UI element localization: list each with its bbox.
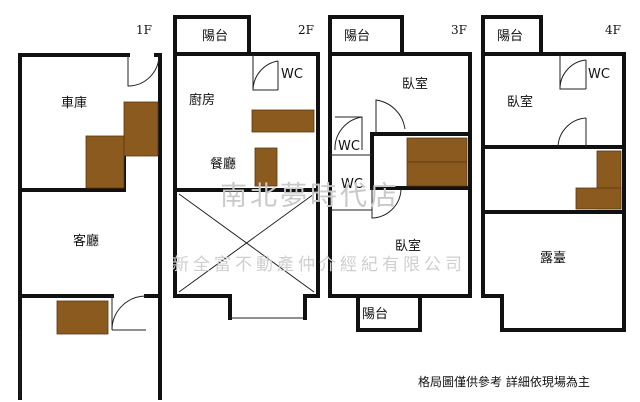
floor-3f-balcony-bottom-box: [356, 294, 422, 332]
f4-cabinet-low: [575, 187, 622, 210]
f3-wc-a-label: WC: [338, 139, 360, 154]
garage-label: 車庫: [61, 96, 87, 111]
floor-2f-balcony-box: [173, 15, 251, 56]
floor-3f: 3F 陽台 臥室 WC WC 臥室 陽台: [328, 15, 472, 332]
floor-1f-entry-door: [127, 54, 160, 87]
floor-4f-wc-door: [559, 59, 587, 90]
living-cabinet: [56, 300, 109, 335]
floor-4f-bottom-wall: [481, 294, 626, 332]
f3-balcony-top-label: 陽台: [344, 29, 370, 44]
floor-2f-left-wall: [173, 52, 232, 298]
floor-4f-label: 4F: [605, 23, 621, 37]
floor-4f: 4F 陽台 WC 臥室 露臺: [481, 15, 626, 332]
f4-bedroom-label: 臥室: [507, 94, 533, 110]
watermark-company: 新全富不動產仲介經紀有限公司: [172, 255, 466, 275]
floor-2f: 2F 陽台 廚房 餐廳 WC: [173, 15, 320, 320]
garage-cabinet: [123, 101, 159, 157]
floor-4f-balcony-box: [481, 15, 543, 56]
f3-bedroom-top-label: 臥室: [402, 76, 428, 92]
f3-wc-b-label: WC: [341, 177, 363, 192]
f4-balcony-label: 陽台: [497, 29, 523, 44]
floor-3f-label: 3F: [451, 23, 467, 37]
floor-1f-label: 1F: [136, 23, 152, 37]
floor-4f-wc-wall: [559, 54, 586, 90]
floor-2f-wc-door: [252, 60, 279, 91]
floor-3f-bedroom-door: [375, 99, 406, 134]
floor-4f-bedroom-door: [557, 117, 587, 148]
f4-terrace-label: 露臺: [540, 251, 566, 266]
disclaimer-note: 格局圖僅供參考 詳細依現場為主: [418, 374, 590, 389]
kitchen-label: 廚房: [189, 92, 215, 108]
floor-3f-lower-door: [371, 188, 402, 219]
floor-1f-living-door: [111, 295, 147, 331]
floor-4f-right-wall: [539, 52, 626, 332]
living-room-label: 客廳: [73, 233, 99, 249]
dining-cabinet: [254, 147, 278, 187]
floor-1f: 1F 車庫 客廳: [18, 23, 162, 400]
floor-3f-balcony-top-box: [328, 15, 404, 56]
floor-3f-bedroom-wall: [370, 132, 472, 190]
floor-2f-wc-wall: [252, 54, 278, 91]
floor-3f-left-wall: [328, 52, 360, 298]
floor-1f-right-wall: [154, 53, 162, 400]
garage-cabinet-lower: [85, 135, 125, 189]
f3-bedroom-bottom-label: 臥室: [395, 238, 421, 254]
floor-3f-right-wall: [400, 52, 472, 298]
floor-2f-void-diagonal-b: [178, 193, 315, 293]
f4-wc-label: WC: [588, 67, 610, 82]
kitchen-counter: [251, 109, 315, 133]
f2-wc-label: WC: [281, 67, 303, 82]
floor-2f-label: 2F: [298, 23, 314, 37]
dining-label: 餐廳: [210, 156, 236, 172]
watermark-brand: 南北夢時代店: [220, 181, 400, 212]
floor-3f-wc-door: [334, 116, 363, 151]
floor-1f-outer-wall: [18, 53, 130, 400]
f2-balcony-label: 陽台: [202, 29, 228, 44]
f3-balcony-bottom-label: 陽台: [362, 307, 388, 322]
floor-2f-right-wall: [247, 52, 320, 298]
